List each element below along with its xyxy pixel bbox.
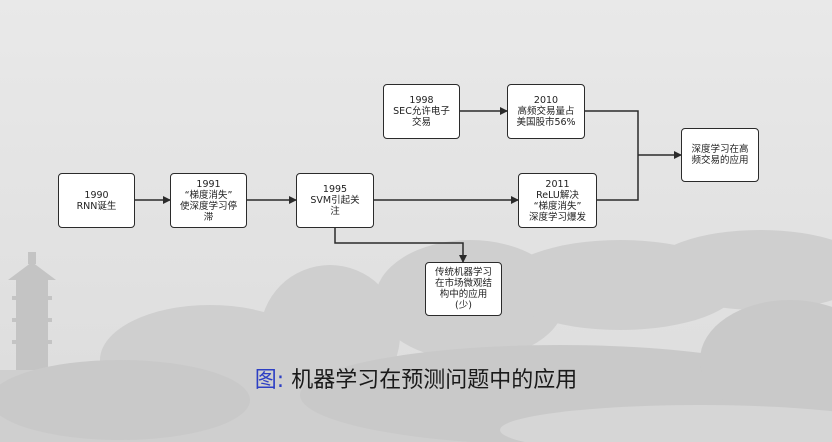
node-1990: 1990 RNN诞生 [58,173,135,228]
node-1995-line1: 1995 [322,184,348,195]
node-1991-line2: “梯度消失” [184,189,233,201]
node-1998-line2: SEC允许电子 [393,106,450,117]
node-trad-line4: (少) [455,300,472,311]
node-1991-line3: 使深度学习停 [179,200,237,212]
node-2011-line4: 深度学习爆发 [528,211,586,223]
node-2011: 2011 ReLU解决 “梯度消失” 深度学习爆发 [518,173,597,228]
caption-label: 图: [254,368,285,393]
node-2011-line3: “梯度消失” [533,200,582,212]
node-1998-line1: 1998 [409,95,434,106]
node-trad-line1: 传统机器学习 [434,267,492,278]
node-trad-line3: 构中的应用 [439,289,488,300]
node-hft-deep-learning: 深度学习在高 频交易的应用 [681,128,759,182]
node-1991-line1: 1991 [196,178,221,190]
node-hft-line2: 频交易的应用 [691,155,749,166]
node-1998-line3: 交易 [411,117,431,128]
node-2010-line2: 高频交易量占 [517,106,575,117]
node-1995-line2: SVM引起关 [310,195,360,206]
node-1995: 1995 SVM引起关 注 [296,173,374,228]
node-1990-line1: 1990 [84,189,109,201]
edge-2011-merge [597,155,639,201]
node-2011-line2: ReLU解决 [536,189,579,201]
node-2011-line1: 2011 [545,178,570,190]
figure-caption: 图: 机器学习在预测问题中的应用 [0,362,832,394]
node-1991-line4: 滞 [203,211,214,223]
node-2010: 2010 高频交易量占 美国股市56% [507,84,585,139]
node-2010-line1: 2010 [533,95,559,106]
node-hft-line1: 深度学习在高 [691,144,749,155]
edge-2010-merge [585,110,639,155]
node-1998: 1998 SEC允许电子 交易 [383,84,460,139]
node-2010-line3: 美国股市56% [516,117,576,128]
node-traditional-ml: 传统机器学习 在市场微观结 构中的应用 (少) [425,262,502,316]
caption-text: 机器学习在预测问题中的应用 [284,368,578,393]
node-1995-line3: 注 [330,206,340,217]
node-1990-line2: RNN诞生 [76,200,117,212]
pagoda-silhouette [8,252,56,370]
edge-1995-trad [334,228,467,263]
node-trad-line2: 在市场微观结 [434,278,492,289]
node-1991: 1991 “梯度消失” 使深度学习停 滞 [170,173,247,228]
